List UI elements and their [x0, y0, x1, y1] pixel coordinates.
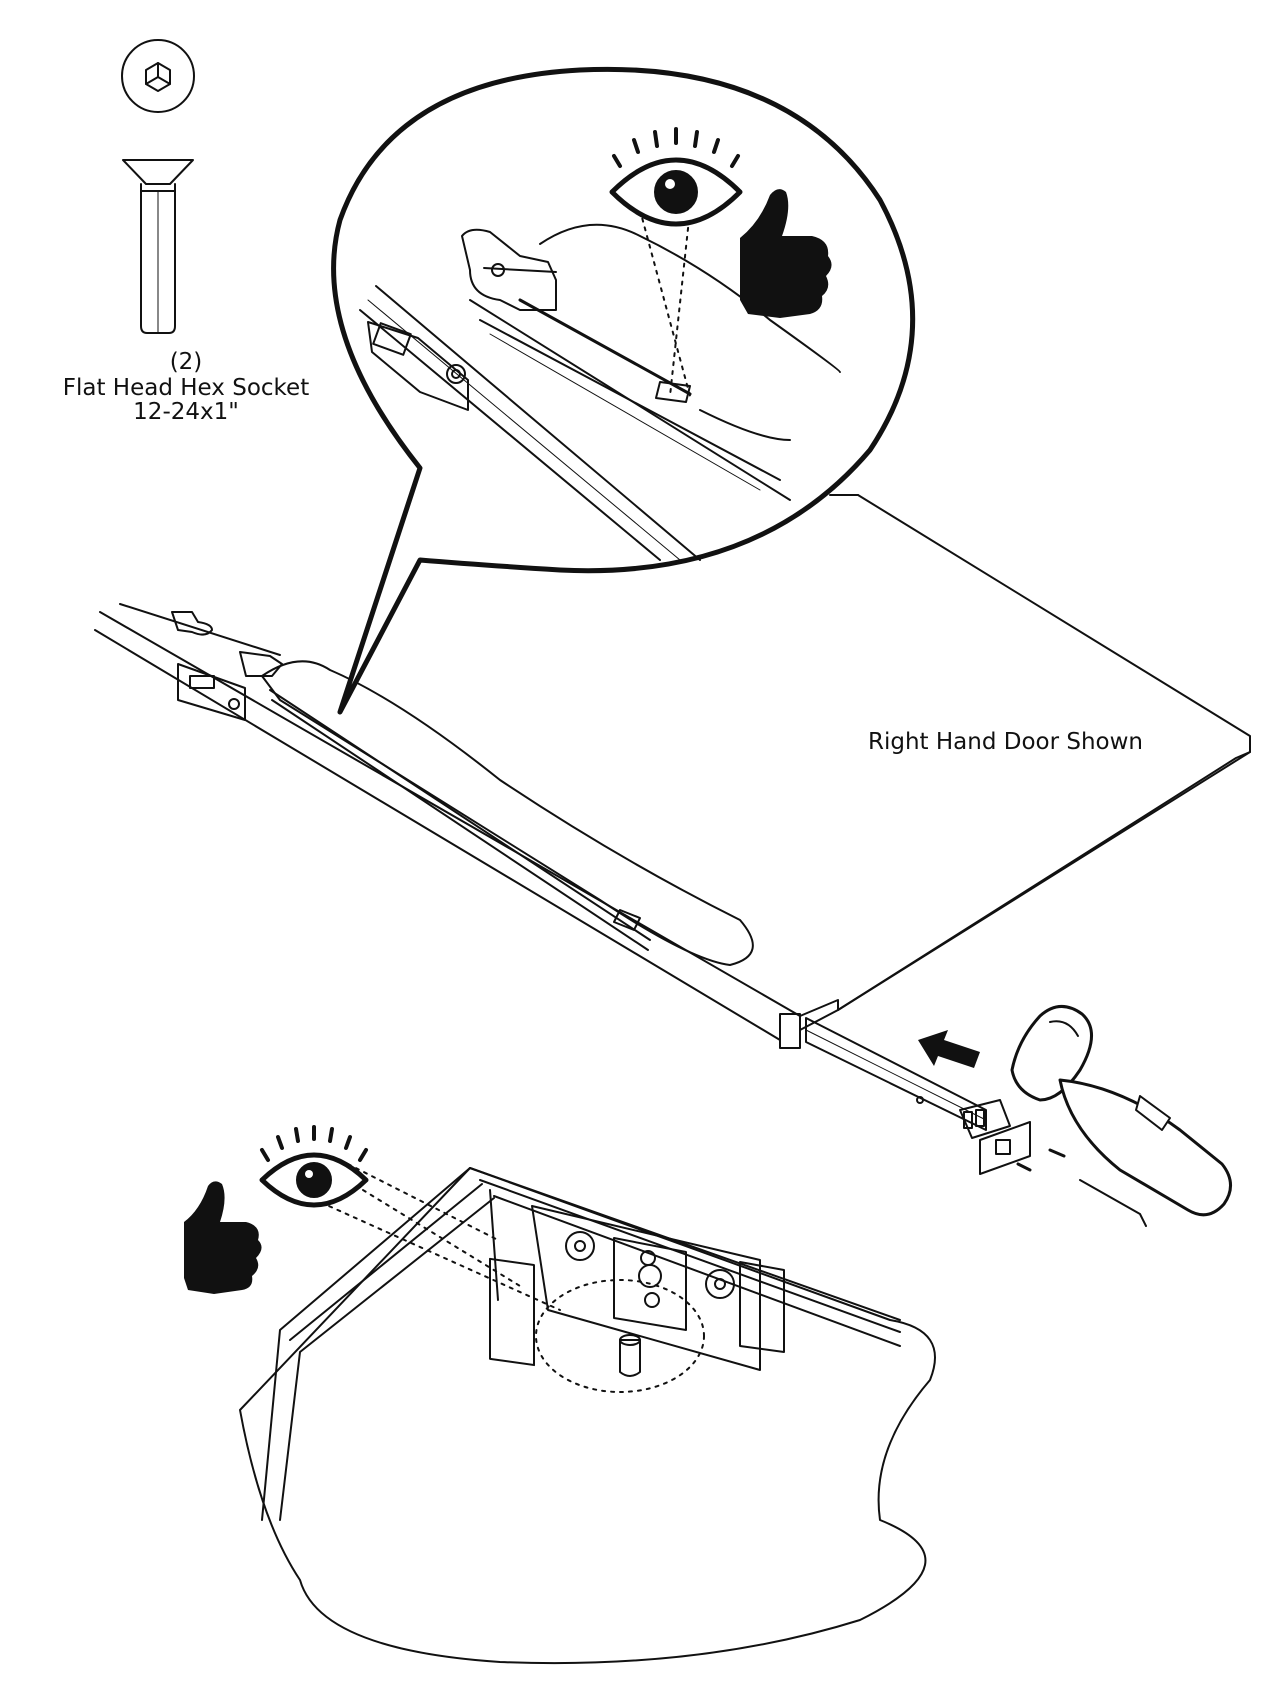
- enlarged-corner-view: [239, 1167, 936, 1665]
- magnifier-bubble: [331, 66, 916, 715]
- flashlight-icon: [1010, 1005, 1232, 1217]
- channel-rod-insert: [805, 1017, 1147, 1227]
- screw-head-top-view: [121, 39, 195, 113]
- small-latch-part: [171, 611, 283, 721]
- inspect-sightline-bottom: [279, 1159, 561, 1311]
- door-channel-rod: [261, 660, 754, 966]
- screw-size: 12-24x1": [133, 399, 239, 425]
- door-panel: [94, 494, 1251, 1049]
- thumbs-up-icon: [184, 1181, 262, 1294]
- screw-quantity: (2): [169, 349, 203, 375]
- inspect-sightline-top: [639, 209, 691, 397]
- eye-inspect-icon: [609, 127, 743, 227]
- thumbs-up-icon: [740, 189, 832, 318]
- screw-name: Flat Head Hex Socket: [62, 375, 310, 401]
- eye-inspect-icon: [259, 1125, 369, 1208]
- insert-direction-arrow: [918, 1030, 980, 1068]
- door-orientation-note: Right Hand Door Shown: [868, 729, 1144, 755]
- flat-head-screw: [122, 159, 194, 334]
